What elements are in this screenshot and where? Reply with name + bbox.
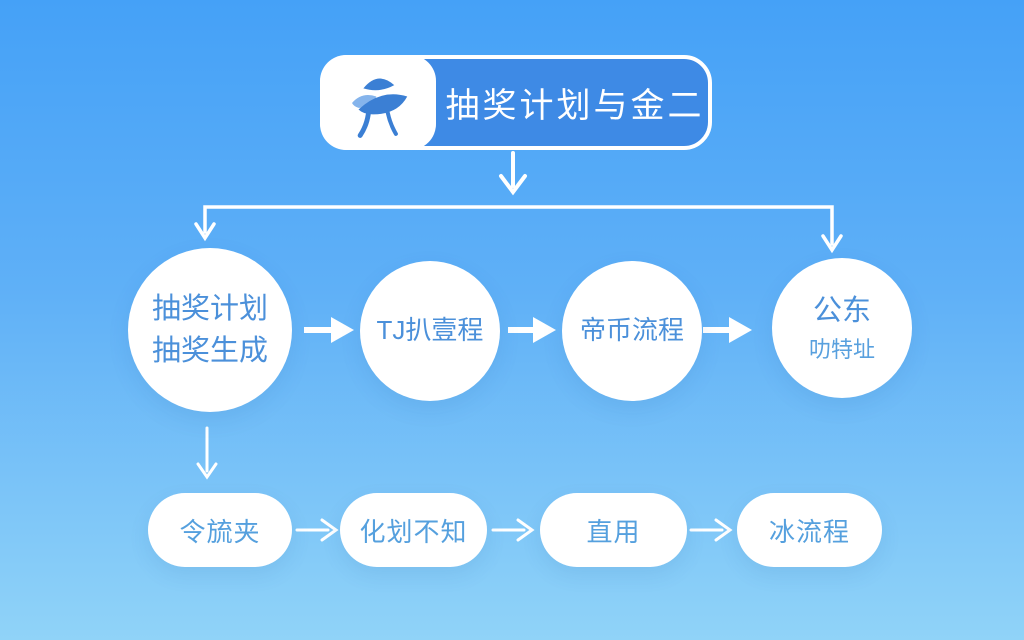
- flow-node-circle-3: 帝币流程: [562, 261, 702, 401]
- circle-arrow-1: [304, 317, 354, 343]
- pill-arrow-3: [689, 518, 733, 542]
- node-label-line: TJ扒壹程: [376, 315, 484, 346]
- node-label: 化划不知: [359, 516, 468, 547]
- diagram-title: 抽奖计划与金二: [445, 87, 705, 125]
- pill-arrow-2: [491, 518, 535, 542]
- flow-node-pill-1: 令旈夹: [148, 493, 292, 567]
- header-badge: 抽奖计划与金二: [320, 55, 712, 150]
- node-label-line: 叻特址: [808, 337, 875, 363]
- logo-card: [320, 55, 436, 150]
- flow-node-circle-2: TJ扒壹程: [360, 261, 500, 401]
- circle-arrow-3: [703, 317, 752, 343]
- circle-to-pill-arrow: [196, 426, 218, 480]
- node-label-line: 帝币流程: [579, 315, 684, 346]
- pill-arrow-1: [295, 518, 339, 542]
- node-label-line: 抽奖生成: [151, 335, 268, 367]
- node-label-line: 抽奖计划: [151, 292, 268, 325]
- flow-node-circle-1: 抽奖计划 抽奖生成: [128, 248, 292, 412]
- circle-arrow-2: [508, 317, 556, 343]
- flow-node-pill-2: 化划不知: [340, 493, 487, 567]
- node-label-line: 公东: [812, 295, 871, 328]
- arrow-down-icon: [499, 151, 527, 196]
- node-label: 直用: [586, 516, 641, 547]
- flow-node-pill-4: 冰流程: [737, 493, 882, 567]
- bird-leaf-logo-icon: [352, 78, 408, 138]
- distributor-line: [194, 205, 843, 254]
- node-label: 冰流程: [768, 516, 850, 547]
- flow-node-pill-3: 直用: [540, 493, 687, 567]
- node-label: 令旈夹: [179, 516, 261, 547]
- flow-node-circle-4: 公东 叻特址: [772, 258, 912, 398]
